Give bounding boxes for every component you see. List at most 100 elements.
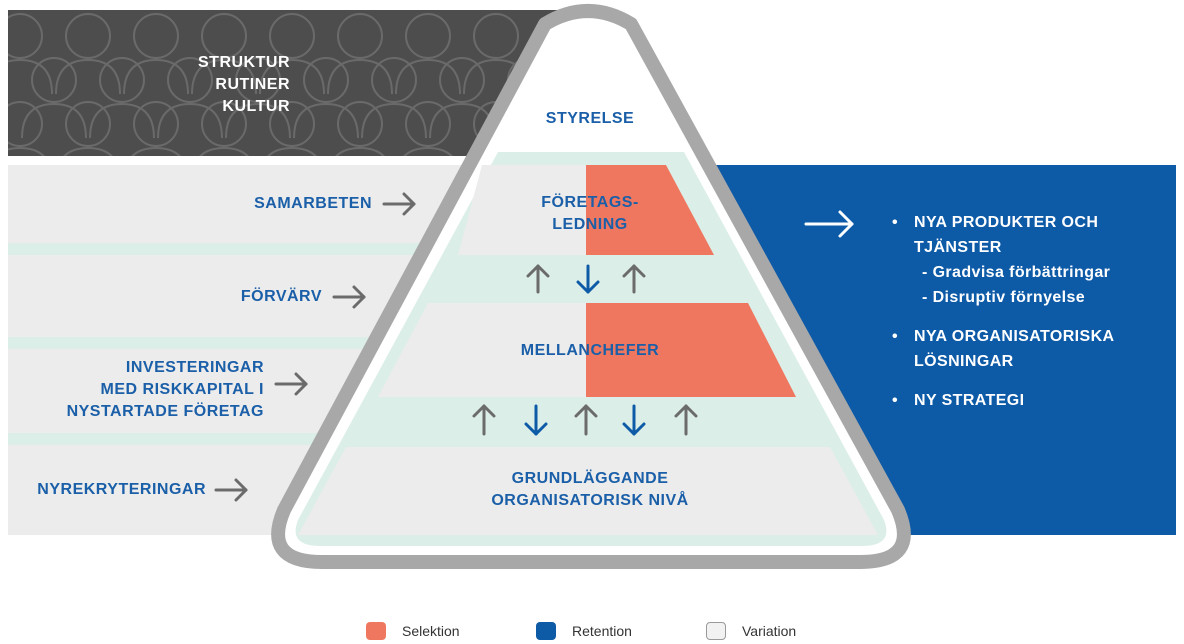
arrow-right-icon [804, 210, 854, 238]
level1-selektion [586, 165, 714, 255]
person-icon [31, 57, 77, 103]
culture-text: STRUKTUR RUTINER KULTUR [160, 52, 290, 118]
person-icon [395, 58, 461, 95]
output-item-line: NY STRATEGI [914, 392, 1025, 409]
person-icon [327, 58, 393, 95]
input-investeringar: INVESTERINGAR MED RISKKAPITAL I NYSTARTA… [40, 357, 264, 423]
arrow-right-icon [332, 285, 366, 309]
person-icon [335, 146, 385, 156]
pyramid-level1-label: FÖRETAGS- LEDNING [500, 192, 680, 236]
arrows-row1 [526, 264, 646, 294]
culture-line: KULTUR [222, 98, 290, 115]
pyramid-top-label: STYRELSE [545, 110, 635, 127]
person-icon [89, 102, 155, 139]
person-icon [337, 101, 383, 147]
person-icon [303, 57, 349, 103]
arrow-down-icon [576, 264, 600, 294]
person-icon [199, 146, 249, 156]
arrow-up-icon [574, 404, 598, 436]
output-item: NYA PRODUKTER OCH TJÄNSTER - Gradvisa fö… [892, 210, 1162, 310]
retention-swatch [536, 622, 556, 640]
arrow-up-icon [526, 264, 550, 294]
output-item-line: NYA ORGANISATORISKA [914, 328, 1115, 345]
person-icon [361, 102, 427, 139]
person-icon [371, 57, 417, 103]
arrow-up-icon [472, 404, 496, 436]
person-icon [201, 101, 247, 147]
level3-variation [298, 447, 878, 535]
person-icon [439, 57, 485, 103]
output-item-line: TJÄNSTER [914, 239, 1002, 256]
person-icon [235, 57, 281, 103]
level1-line: FÖRETAGS- [541, 194, 639, 211]
legend: Selektion Retention Variation [366, 622, 826, 644]
input-band-forvarv [8, 255, 448, 337]
person-icon [131, 146, 181, 156]
culture-line: STRUKTUR [198, 54, 290, 71]
culture-line: RUTINER [215, 76, 290, 93]
arrow-right-icon [214, 478, 248, 502]
person-icon [99, 57, 145, 103]
arrow-down-icon [622, 404, 646, 436]
input-band-gap2 [8, 337, 448, 349]
pyramid-level2-label: MELLANCHEFER [520, 342, 660, 359]
person-icon [21, 102, 87, 139]
level2-variation [378, 303, 586, 397]
legend-label: Variation [742, 623, 797, 639]
person-icon [65, 13, 111, 59]
person-icon [8, 146, 45, 156]
arrow-up-icon [674, 404, 698, 436]
level1-line: LEDNING [552, 216, 628, 233]
person-icon [8, 101, 43, 147]
person-icon [167, 57, 213, 103]
person-icon [55, 58, 121, 95]
person-icon [225, 102, 291, 139]
person-icon [201, 13, 247, 59]
investeringar-line: NYSTARTADE FÖRETAG [66, 403, 264, 420]
variation-swatch [706, 622, 726, 640]
input-arrows [214, 192, 416, 502]
arrow-up-icon [622, 264, 646, 294]
arrow-right-icon [274, 372, 308, 396]
output-item-line: LÖSNINGAR [914, 353, 1014, 370]
person-icon [267, 146, 317, 156]
person-icon [405, 13, 451, 59]
person-icon [133, 13, 179, 59]
person-icon [403, 146, 453, 156]
person-icon [8, 13, 43, 59]
person-icon [191, 58, 257, 95]
input-samarbeten: SAMARBETEN [254, 195, 372, 212]
output-item: NYA ORGANISATORISKA LÖSNINGAR [892, 324, 1162, 374]
person-icon [157, 102, 223, 139]
input-band-gap3 [8, 433, 388, 445]
person-icon [259, 58, 325, 95]
output-subitem: - Disruptiv förnyelse [922, 289, 1086, 306]
level2-selektion [586, 303, 796, 397]
input-nyrekryteringar: NYREKRYTERINGAR [37, 481, 206, 498]
arrows-row2 [472, 404, 698, 436]
person-icon [123, 58, 189, 95]
person-icon [63, 146, 113, 156]
legend-label: Selektion [402, 623, 460, 639]
input-band-investeringar [8, 349, 388, 433]
level3-line: GRUNDLÄGGANDE [511, 470, 669, 487]
output-subitem: - Gradvisa förbättringar [922, 264, 1111, 281]
arrow-down-icon [524, 404, 548, 436]
person-icon [269, 101, 315, 147]
person-icon [405, 101, 451, 147]
person-icon [65, 101, 111, 147]
investeringar-line: MED RISKKAPITAL I [100, 381, 264, 398]
legend-label: Retention [572, 623, 632, 639]
output-list: NYA PRODUKTER OCH TJÄNSTER - Gradvisa fö… [892, 210, 1162, 427]
pyramid-level3-label: GRUNDLÄGGANDE ORGANISATORISK NIVÅ [440, 468, 740, 512]
arrow-right-icon [382, 192, 416, 216]
person-icon [473, 13, 519, 59]
investeringar-line: INVESTERINGAR [125, 359, 264, 376]
person-icon [337, 13, 383, 59]
selektion-swatch [366, 622, 386, 640]
output-item-line: NYA PRODUKTER OCH [914, 214, 1099, 231]
input-band-gap1 [8, 243, 478, 255]
person-icon [8, 58, 53, 95]
person-icon [133, 101, 179, 147]
level1-variation [458, 165, 586, 255]
